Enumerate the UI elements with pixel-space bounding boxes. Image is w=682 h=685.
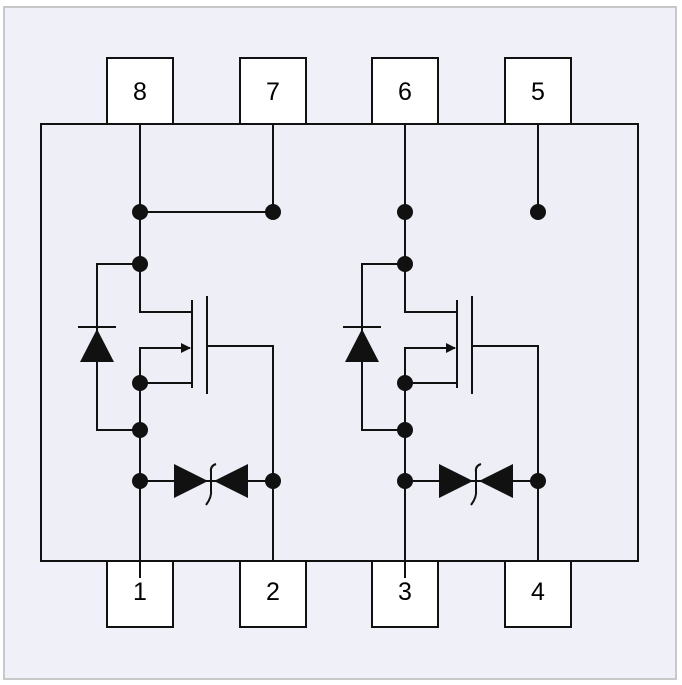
pin-8: 8	[106, 57, 174, 125]
pin-6: 6	[371, 57, 439, 125]
pin-label: 7	[266, 78, 280, 106]
zener-diode-icon	[439, 463, 513, 506]
pin-2: 2	[239, 560, 307, 628]
bottom-pins: 1 2 3 4	[106, 560, 572, 628]
pin-4: 4	[504, 560, 572, 628]
pin-7: 7	[239, 57, 307, 125]
pin-label: 6	[398, 78, 412, 106]
package-body	[40, 123, 639, 562]
channel-1-junctions	[132, 204, 281, 489]
pin-label: 5	[531, 78, 545, 106]
pin-label: 2	[266, 578, 280, 606]
pin-label: 3	[398, 578, 412, 606]
body-diode-icon	[343, 326, 381, 362]
channel-2-junctions	[397, 204, 546, 489]
pin-label: 8	[133, 78, 147, 106]
pin-label: 4	[531, 578, 545, 606]
pin-5-stub	[530, 124, 546, 220]
pin-label: 1	[133, 578, 147, 606]
body-diode-icon	[78, 326, 116, 362]
pin-5: 5	[504, 57, 572, 125]
top-pins: 8 7 6 5	[106, 57, 572, 125]
zener-diode-icon	[174, 463, 248, 506]
pin-3: 3	[371, 560, 439, 628]
